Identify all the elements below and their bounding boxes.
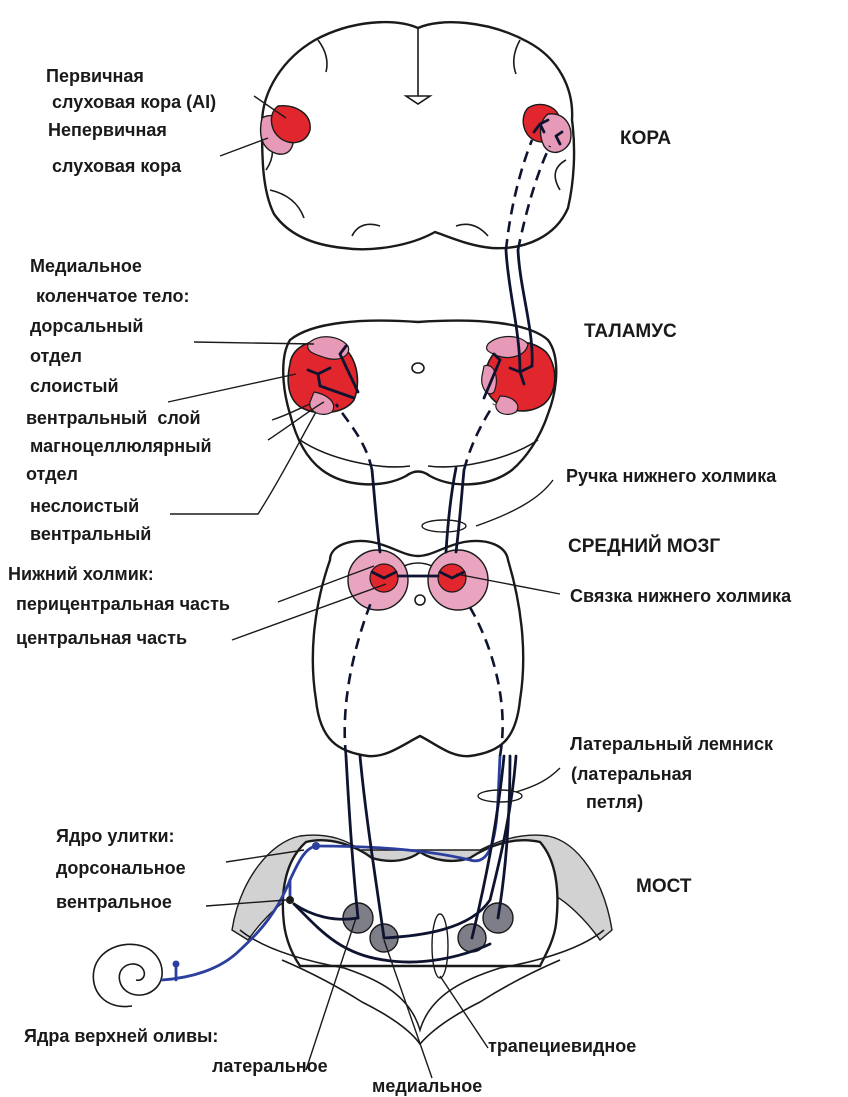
label-inferior-colliculus-title: Нижний холмик: [8,564,154,584]
region-midbrain-label: СРЕДНИЙ МОЗГ [568,535,720,557]
label-mgb-dorsal: дорсальный [30,316,143,336]
label-lateral-lemniscus-line2: (латеральная [566,764,692,784]
label-lateral-lemniscus-line1: Латеральный лемниск [570,734,774,754]
label-mgb-ventral-layer: вентральный слой [26,408,201,428]
label-mgb-line1: Медиальное [30,256,142,276]
label-olive-lateral: латеральное [212,1056,328,1076]
label-mgb-ventral: вентральный [30,524,151,544]
label-ic-central: центральная часть [16,628,187,648]
label-ic-pericentral: перицентральная часть [16,594,230,614]
label-olive-title: Ядра верхней оливы: [24,1026,218,1046]
label-cochlear-dorsal: дорсональное [56,858,186,878]
label-primary-cortex-line1: Первичная [46,66,144,86]
label-mgb-nonlaminated: неслоистый [30,496,139,516]
region-thalamus-label: ТАЛАМУС [584,321,677,342]
label-brachium: Ручка нижнего холмика [566,466,777,486]
label-mgb-laminated: слоистый [30,376,119,396]
region-cortex-label: КОРА [620,128,671,149]
label-commissure: Связка нижнего холмика [570,586,792,606]
label-olive-medial: медиальное [372,1076,482,1096]
label-lateral-lemniscus-line3: петля) [586,792,643,812]
label-mgb-magno-division: отдел [26,464,78,484]
label-mgb-division: отдел [30,346,82,366]
label-nonprimary-cortex-line2: слуховая кора [52,156,182,176]
midbrain-section [313,541,523,756]
cochlea-icon [93,944,162,1006]
label-mgb-magnocellular: магноцеллюлярный [30,436,212,456]
label-primary-cortex-line2: слуховая кора (AI) [52,92,216,112]
label-cochlear-ventral: вентральное [56,892,172,912]
region-pons-label: МОСТ [636,876,692,897]
label-olive-trapezoid: трапециевидное [488,1036,636,1056]
label-nonprimary-cortex-line1: Непервичная [48,120,167,140]
label-mgb-line2: коленчатое тело: [36,286,189,306]
label-cochlear-nucleus-title: Ядро улитки: [56,826,175,846]
cortex-section [261,22,575,249]
